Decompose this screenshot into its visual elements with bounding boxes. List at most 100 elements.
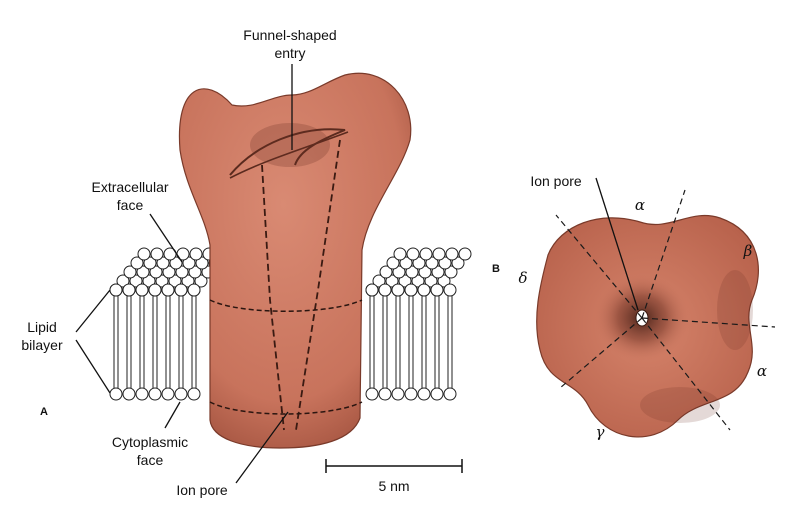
lipid-head (182, 256, 196, 270)
lipid-head (391, 387, 405, 401)
lipid-head (404, 387, 418, 401)
receptor-body (178, 72, 412, 449)
lipid-head (175, 265, 189, 279)
lipid-head (445, 247, 459, 261)
lipid-head (189, 247, 203, 261)
extracellular-label-line2: face (117, 197, 144, 213)
lipid-label-line1: Lipid (27, 319, 57, 335)
lipid-head (162, 265, 176, 279)
lipid-head (385, 274, 399, 288)
lipid-head (174, 387, 188, 401)
lipid-leader-upper (75, 289, 111, 333)
lipid-head (129, 274, 143, 288)
lipid-head (398, 274, 412, 288)
lipid-head (156, 256, 170, 270)
lipid-head (187, 283, 201, 297)
lipid-head (195, 256, 209, 270)
lipid-head (122, 387, 136, 401)
lipid-head (161, 283, 175, 297)
ion-pore-leader-a (235, 411, 289, 484)
lipid-head (142, 274, 156, 288)
lipid-head (137, 247, 151, 261)
extracellular-label-line1: Extracellular (91, 179, 168, 195)
lipid-head (417, 283, 431, 297)
lipid-head (130, 256, 144, 270)
lipid-head (399, 256, 413, 270)
lipid-head (174, 283, 188, 297)
subunit-gamma: γ (596, 423, 605, 441)
lipid-head (150, 247, 164, 261)
lipid-head (424, 274, 438, 288)
cytoplasmic-leader-line (164, 401, 181, 429)
lipid-head (451, 256, 465, 270)
lipid-bilayer (109, 247, 472, 401)
lipid-leader-lower (75, 339, 111, 394)
panel-b-letter: B (492, 263, 500, 275)
lipid-head (432, 247, 446, 261)
extracellular-leader-line (149, 213, 183, 263)
lipid-head (443, 387, 457, 401)
lipid-head (378, 387, 392, 401)
lipid-head (391, 283, 405, 297)
lipid-head (148, 283, 162, 297)
lipid-head (430, 387, 444, 401)
scale-bar-label: 5 nm (378, 478, 409, 494)
lipid-head (168, 274, 182, 288)
funnel-label-line1: Funnel-shaped (243, 27, 336, 43)
lipid-head (143, 256, 157, 270)
ion-pore-label-a: Ion pore (176, 482, 228, 498)
cytoplasmic-label-line2: face (137, 452, 164, 468)
lipid-head (194, 274, 208, 288)
lipid-head (148, 387, 162, 401)
lipid-head (458, 247, 472, 261)
lipid-head (392, 265, 406, 279)
lipid-head (417, 387, 431, 401)
funnel-label-line2: entry (274, 45, 305, 61)
lipid-head (438, 256, 452, 270)
lipid-head (412, 256, 426, 270)
lipid-head (411, 274, 425, 288)
panel-a-letter: A (40, 406, 48, 418)
lipid-head (136, 265, 150, 279)
lipid-head (188, 265, 202, 279)
lipid-head (386, 256, 400, 270)
lipid-head (431, 265, 445, 279)
lipid-head (419, 247, 433, 261)
ion-pore-label-b: Ion pore (530, 173, 582, 189)
lipid-label-line2: bilayer (21, 337, 63, 353)
lipid-head (122, 283, 136, 297)
lipid-head (406, 247, 420, 261)
lipid-head (109, 387, 123, 401)
lipid-head (123, 265, 137, 279)
lipid-head (430, 283, 444, 297)
lipid-head (418, 265, 432, 279)
lipid-head (437, 274, 451, 288)
subunit-boundaries (555, 189, 776, 431)
lipid-head (379, 265, 393, 279)
lipid-head (116, 274, 130, 288)
lipid-head (443, 283, 457, 297)
lipid-head (135, 387, 149, 401)
lipid-head (365, 283, 379, 297)
lipid-head (393, 247, 407, 261)
lipid-head (444, 265, 458, 279)
scale-bar: 5 nm (325, 459, 463, 494)
ion-pore-leader-b (595, 177, 639, 311)
panel-a: Funnel-shaped entry Extracellular face L… (21, 27, 472, 498)
subunit-beta: β (743, 242, 753, 260)
subunit-delta: δ (518, 269, 527, 287)
lipid-head (169, 256, 183, 270)
lipid-head (378, 283, 392, 297)
lipid-head (161, 387, 175, 401)
lipid-head (109, 283, 123, 297)
lipid-head (425, 256, 439, 270)
lipid-head (181, 274, 195, 288)
subunit-alpha-right: α (757, 362, 767, 380)
lipid-head (135, 283, 149, 297)
lipid-head (405, 265, 419, 279)
cytoplasmic-label-line1: Cytoplasmic (112, 434, 188, 450)
lipid-head (404, 283, 418, 297)
lipid-head (149, 265, 163, 279)
lipid-head (365, 387, 379, 401)
lipid-head (372, 274, 386, 288)
